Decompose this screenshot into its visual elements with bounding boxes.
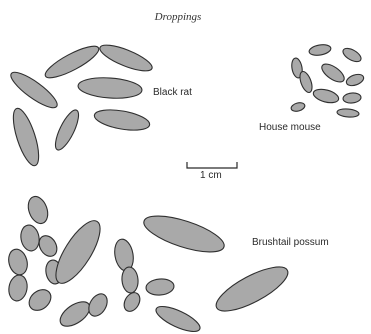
brushtail-possum-label: Brushtail possum — [252, 237, 329, 248]
house-mouse-label: House mouse — [259, 122, 321, 133]
black-rat-droppings — [7, 40, 155, 168]
brushtail-possum-droppings — [6, 194, 293, 334]
figure-title: Droppings — [154, 11, 202, 23]
scale-label: 1 cm — [200, 170, 222, 181]
scale-bar — [187, 162, 237, 168]
house-mouse-droppings — [290, 43, 365, 118]
black-rat-label: Black rat — [153, 87, 192, 98]
